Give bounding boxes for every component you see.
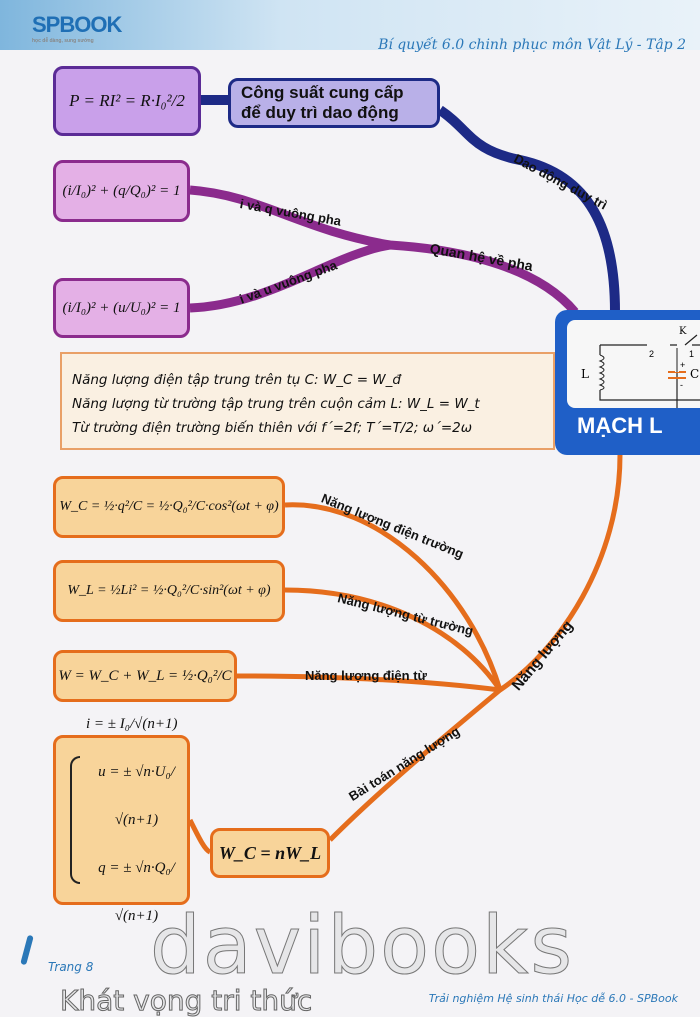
pos1-label: 1 (689, 349, 694, 359)
note-line: Năng lượng điện tập trung trên tụ C: W_C… (72, 372, 401, 388)
energy-note: Năng lượng điện tập trung trên tụ C: W_C… (60, 352, 555, 450)
center-title: MẠCH L (577, 413, 663, 438)
formula-q: q = ± √n·Q₀/√(n+1) (98, 860, 175, 924)
wc-nwl-node: W_C = nW_L (210, 828, 330, 878)
circuit-diagram-icon: L C K 2 1 + - (581, 326, 700, 418)
note-line: Từ trường điện trường biến thiên với f´=… (72, 420, 473, 436)
page-number: Trang 8 (48, 960, 94, 974)
inductor-label: L (581, 367, 589, 381)
plus-label: + (680, 360, 685, 370)
center-node-mach-lc: L C K 2 1 + - MẠCH L (555, 310, 700, 455)
wc-formula-box: W_C = ½·q²/C = ½·Q₀²/C·cos²(ωt + φ) (53, 476, 285, 538)
note-line: Năng lượng từ trường tập trung trên cuộn… (72, 396, 480, 412)
energy-problem-formulas: i = ± I₀/√(n+1) u = ± √n·U₀/√(n+1) q = ±… (53, 716, 190, 924)
formula-u: u = ± √n·U₀/√(n+1) (98, 764, 175, 828)
iu-formula-box: (i/I₀)² + (u/U₀)² = 1 (53, 278, 190, 338)
capacitor-label: C (690, 367, 699, 381)
watermark-main: davibooks (149, 899, 575, 992)
footer-text: Trải nghiệm Hệ sinh thái Học dễ 6.0 - SP… (428, 992, 678, 1005)
formula-i: i = ± I₀/√(n+1) (86, 716, 178, 732)
pos2-label: 2 (649, 349, 654, 359)
switch-label: K (679, 326, 687, 337)
minus-label: - (680, 380, 683, 390)
wl-formula-box: W_L = ½Li² = ½·Q₀²/C·sin²(ωt + φ) (53, 560, 285, 622)
header-band (0, 0, 700, 50)
book-title: Bí quyết 6.0 chinh phục môn Vật Lý - Tập… (378, 37, 686, 53)
power-formula-box: P = RI² = R·I₀²/2 (53, 66, 201, 136)
iq-formula-box: (i/I₀)² + (q/Q₀)² = 1 (53, 160, 190, 222)
connector-maintain (200, 95, 620, 313)
lc-circuit: L C K 2 1 + - (567, 320, 700, 418)
maintain-node: Công suất cung cấp để duy trì dao động (228, 78, 440, 128)
w-formula-box: W = W_C + W_L = ½·Q₀²/C (53, 650, 237, 702)
connector-relation (189, 185, 579, 315)
label-em-energy: Năng lượng điện từ (305, 668, 427, 683)
watermark-slogan: Khát vọng tri thức (59, 984, 313, 1017)
connector-energy (187, 454, 623, 855)
brace-icon (70, 756, 80, 884)
